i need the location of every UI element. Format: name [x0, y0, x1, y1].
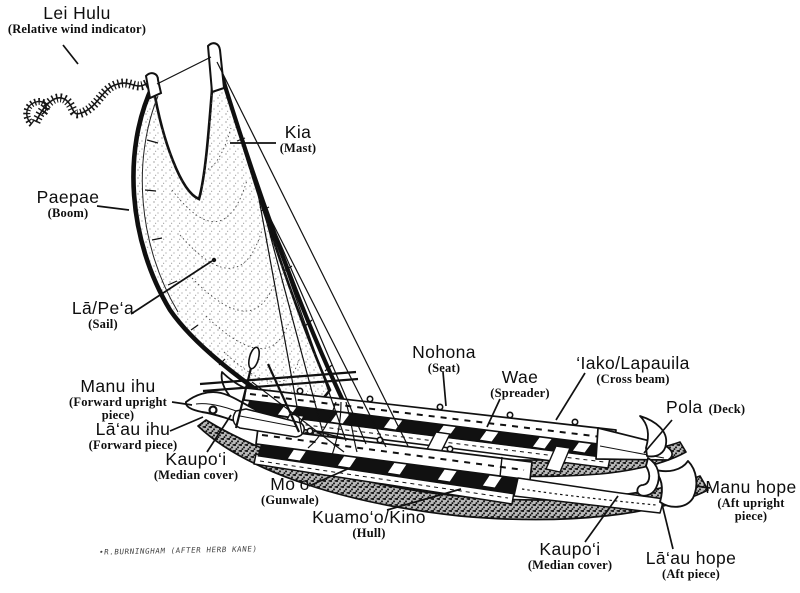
kaupoi-cover-piece	[232, 408, 305, 438]
translation: (Median cover)	[527, 557, 613, 572]
translation: (Aft upright piece)	[717, 495, 785, 524]
translation: (Gunwale)	[260, 492, 320, 507]
label-wae: Wae (Spreader)	[490, 368, 549, 400]
bow-spars	[199, 346, 359, 433]
label-kia: Kia (Mast)	[280, 123, 317, 155]
leader-laau-hope	[661, 503, 674, 550]
leader-laau-ihu	[169, 416, 204, 432]
label-nohona: Nohona (Seat)	[412, 343, 476, 375]
label-la-pea: Lā/Pe‘a (Sail)	[72, 299, 134, 331]
steering-paddle	[636, 456, 660, 497]
near-pegs	[306, 427, 454, 453]
translation: (Aft piece)	[661, 566, 721, 581]
term: Lei Hulu	[43, 3, 111, 23]
term: Kia	[284, 122, 312, 142]
term: Paepae	[36, 187, 100, 207]
translation: (Forward piece)	[88, 437, 178, 452]
translation: (Boom)	[47, 205, 89, 220]
mast-spar	[212, 52, 347, 406]
translation: (Cross beam)	[596, 371, 670, 386]
term: Kaupo‘i	[165, 449, 227, 469]
term: Manu hope	[705, 477, 797, 497]
label-kuamoo-kino: Kuamo‘o/Kino (Hull)	[312, 508, 426, 540]
translation: (Spreader)	[490, 385, 550, 400]
leader-nohona	[442, 371, 447, 407]
term: Manu ihu	[80, 376, 156, 396]
label-manu-ihu: Manu ihu (Forward upright piece)	[62, 377, 174, 422]
term: Lā‘au ihu	[95, 419, 171, 439]
bow-peg	[208, 405, 218, 415]
leader-pola	[643, 419, 673, 454]
translation: (Hull)	[352, 525, 386, 540]
translation: (Forward upright piece)	[69, 394, 167, 423]
label-moo: Mo‘o (Gunwale)	[261, 475, 319, 507]
leader-iako	[555, 372, 586, 421]
rigging-lines	[156, 56, 409, 459]
leader-wae	[486, 398, 501, 428]
term: Lā/Pe‘a	[71, 298, 135, 318]
translation: (Sail)	[88, 316, 118, 331]
term: Pola	[666, 397, 703, 417]
label-pola: Pola (Deck)	[666, 398, 745, 417]
term: Lā‘au hope	[645, 548, 737, 568]
translation: (Seat)	[427, 360, 461, 375]
far-pegs	[296, 387, 579, 426]
near-aft-cover	[513, 477, 665, 514]
label-laau-hope: Lā‘au hope (Aft piece)	[646, 549, 737, 581]
la-pea-pointer-dot	[211, 257, 217, 263]
leader-paepae	[96, 205, 130, 211]
leader-kuamoo	[386, 488, 462, 511]
leader-la-pea	[130, 260, 213, 315]
boom-tip	[144, 72, 163, 100]
leader-manu-hope	[695, 485, 711, 489]
leader-moo	[308, 466, 353, 487]
term: Mo‘o	[270, 474, 310, 494]
leader-kaupoi-fwd	[206, 414, 232, 453]
lei-hulu-streamer	[23, 76, 155, 127]
label-iako-lapauila: ‘Iako/Lapauila (Cross beam)	[576, 354, 690, 386]
leader-lei-hulu	[62, 44, 79, 65]
translation: (Median cover)	[153, 467, 239, 482]
translation: (Deck)	[708, 402, 746, 416]
label-paepae: Paepae (Boom)	[37, 188, 100, 220]
term: Kuamo‘o/Kino	[312, 507, 426, 527]
boom-spar	[131, 84, 298, 418]
label-lei-hulu: Lei Hulu (Relative wind indicator)	[8, 4, 146, 36]
label-manu-hope: Manu hope (Aft upright piece)	[705, 478, 796, 523]
term: Nohona	[412, 342, 476, 362]
leader-kaupoi-aft	[584, 495, 619, 543]
far-hull	[220, 371, 687, 478]
masthead-tip	[206, 42, 226, 94]
translation: (Relative wind indicator)	[7, 21, 147, 36]
sail-group	[131, 42, 347, 418]
term: ‘Iako/Lapauila	[576, 353, 690, 373]
label-laau-ihu: Lā‘au ihu (Forward piece)	[89, 420, 178, 452]
label-leaders	[62, 44, 711, 550]
term: Wae	[501, 367, 539, 387]
leader-manu-ihu	[171, 401, 193, 406]
translation: (Mast)	[279, 140, 317, 155]
far-manu-hope	[639, 415, 668, 458]
label-kaupoi-fwd: Kaupo‘i (Median cover)	[154, 450, 238, 482]
term: Kaupo‘i	[539, 539, 601, 559]
label-kaupoi-aft: Kaupo‘i (Median cover)	[528, 540, 612, 572]
